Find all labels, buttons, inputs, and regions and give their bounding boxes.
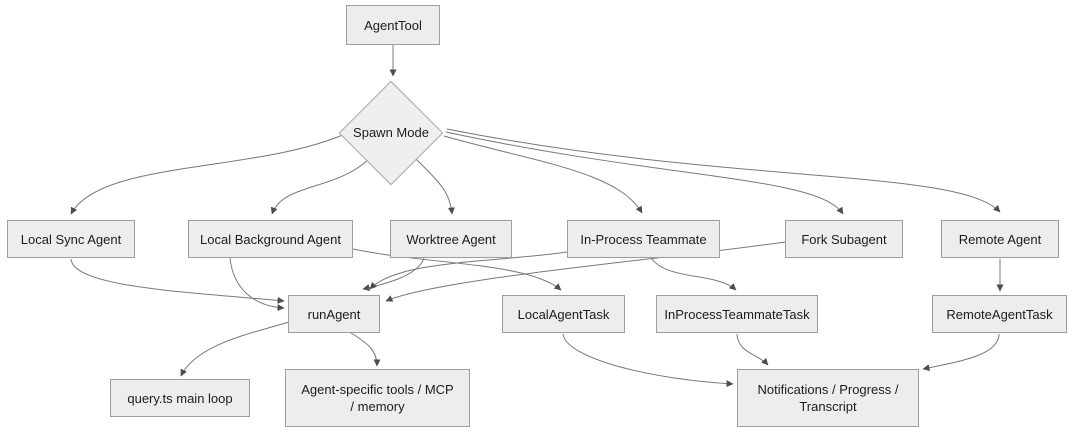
node-notifications-line2: Transcript <box>799 399 857 414</box>
node-in-process-teammate-label: In-Process Teammate <box>580 231 707 247</box>
node-remote-agent-label: Remote Agent <box>958 231 1042 247</box>
edge-inprocessteammatetask-to-notifications <box>736 333 769 366</box>
edge-remoteagenttask-to-notifications <box>922 333 1000 372</box>
node-fork-subagent: Fork Subagent <box>785 220 903 258</box>
node-agent-specific-tools: Agent-specific tools / MCP / memory <box>285 369 470 427</box>
node-notifications: Notifications / Progress / Transcript <box>737 369 919 427</box>
node-fork-subagent-label: Fork Subagent <box>801 231 887 247</box>
node-worktree-agent-label: Worktree Agent <box>406 231 496 247</box>
node-spawn-mode: Spawn Mode <box>341 80 441 185</box>
node-local-sync-agent-label: Local Sync Agent <box>20 231 122 247</box>
node-spawn-mode-label: Spawn Mode <box>353 125 429 140</box>
node-in-process-teammate: In-Process Teammate <box>567 220 720 258</box>
edge-localbackground-to-runagent <box>229 257 285 312</box>
node-remote-agent-task: RemoteAgentTask <box>932 295 1067 333</box>
node-agent-tool-label: AgentTool <box>364 17 422 33</box>
edge-runagent-to-queryts <box>180 321 290 377</box>
edge-runagent-to-agentspecific <box>350 332 381 367</box>
node-notifications-line1: Notifications / Progress / <box>757 382 899 397</box>
node-run-agent-label: runAgent <box>307 306 361 322</box>
edge-spawnmode-to-inprocessteammate <box>443 135 643 214</box>
edge-inprocessteammate-to-inprocessteammatetask <box>650 257 737 291</box>
node-agent-tool: AgentTool <box>346 5 440 45</box>
edge-worktree-to-runagent <box>362 257 425 291</box>
edge-localsync-to-runagent <box>70 258 285 304</box>
edge-spawnmode-to-localsync <box>70 133 346 215</box>
node-in-process-teammate-task: InProcessTeammateTask <box>656 295 818 333</box>
node-local-background-agent-label: Local Background Agent <box>200 231 341 247</box>
node-remote-agent-task-label: RemoteAgentTask <box>946 306 1053 322</box>
node-run-agent: runAgent <box>288 295 380 333</box>
node-in-process-teammate-task-label: InProcessTeammateTask <box>664 306 810 322</box>
edge-localbackground-to-localagenttask <box>352 248 562 291</box>
edge-forksubagent-to-runagent <box>385 241 786 302</box>
node-query-ts-main-loop-label: query.ts main loop <box>127 390 233 406</box>
edge-inprocessteammate-to-runagent <box>369 251 568 290</box>
node-local-sync-agent: Local Sync Agent <box>7 220 135 258</box>
node-local-agent-task-label: LocalAgentTask <box>517 306 610 322</box>
node-agent-specific-tools-line1: Agent-specific tools / MCP <box>301 382 454 397</box>
node-worktree-agent: Worktree Agent <box>390 220 512 258</box>
node-local-agent-task: LocalAgentTask <box>502 295 625 333</box>
edge-spawnmode-to-forksubagent <box>445 131 844 215</box>
edge-spawnmode-to-remoteagent <box>446 128 1001 213</box>
node-query-ts-main-loop: query.ts main loop <box>110 379 250 417</box>
node-remote-agent: Remote Agent <box>941 220 1059 258</box>
node-local-background-agent: Local Background Agent <box>188 220 353 258</box>
node-agent-specific-tools-line2: / memory <box>350 399 405 414</box>
edge-localagenttask-to-notifications <box>562 333 734 388</box>
